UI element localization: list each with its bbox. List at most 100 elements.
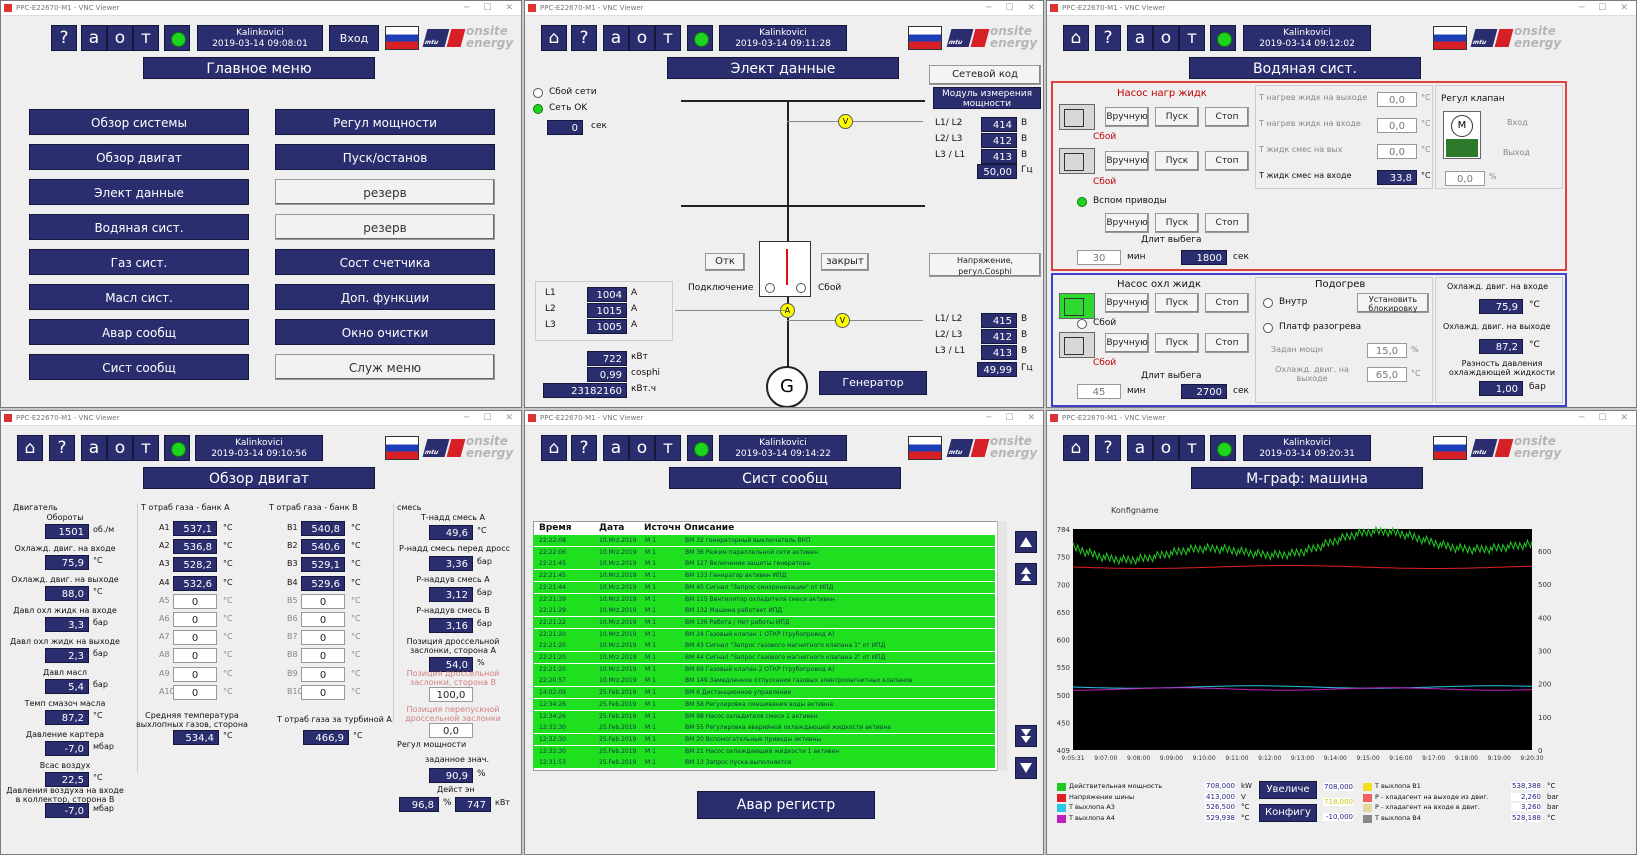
cool1-manual-button[interactable]: Вручную — [1105, 293, 1149, 313]
cool-pump-2-icon[interactable] — [1059, 332, 1095, 358]
home-icon[interactable]: ⌂ — [541, 435, 567, 461]
valve-icon[interactable]: M — [1443, 111, 1481, 159]
menu-left-2[interactable]: Элект данные — [29, 179, 249, 205]
cool1-start-button[interactable]: Пуск — [1155, 293, 1199, 313]
aux-min-value[interactable]: 30 — [1077, 250, 1121, 265]
menu-left-7[interactable]: Сист сообщ — [29, 354, 249, 380]
menu-right-5[interactable]: Доп. функции — [275, 284, 495, 310]
t-button[interactable]: т — [133, 25, 159, 51]
help-button[interactable]: ? — [49, 435, 75, 461]
menu-left-4[interactable]: Газ сист. — [29, 249, 249, 275]
o-button[interactable]: о — [629, 435, 655, 461]
menu-right-0[interactable]: Регул мощности — [275, 109, 495, 135]
open-button[interactable]: Отк — [705, 253, 745, 271]
heat-pump-1-icon[interactable] — [1059, 104, 1095, 130]
inside-radio[interactable] — [1263, 298, 1273, 308]
cool2-stop-button[interactable]: Стоп — [1205, 333, 1249, 353]
trend-graph[interactable]: 7847507006506005505004504096005004003002… — [1047, 515, 1637, 765]
russian-flag-icon[interactable] — [385, 26, 419, 50]
heat2-stop-button[interactable]: Стоп — [1205, 151, 1249, 171]
menu-right-6[interactable]: Окно очистки — [275, 319, 495, 345]
generator-button[interactable]: Генератор — [819, 371, 927, 395]
menu-left-1[interactable]: Обзор двигат — [29, 144, 249, 170]
o-button[interactable]: о — [1153, 435, 1179, 461]
scroll-page-up-icon[interactable] — [1015, 563, 1037, 585]
menu-right-3[interactable]: резерв — [275, 214, 495, 240]
o-button[interactable]: о — [107, 25, 133, 51]
volt-reg-button[interactable]: Напряжение, регул.Cosphi — [929, 253, 1041, 277]
help-button[interactable]: ? — [1095, 435, 1121, 461]
set-block-button[interactable]: Установить блокировку — [1357, 293, 1429, 313]
heat1-stop-button[interactable]: Стоп — [1205, 107, 1249, 127]
t-button[interactable]: т — [655, 435, 681, 461]
zoom-button[interactable]: Увеличе — [1259, 781, 1317, 799]
scroll-page-down-icon[interactable] — [1015, 725, 1037, 747]
menu-left-6[interactable]: Авар сообщ — [29, 319, 249, 345]
menu-right-2[interactable]: резерв — [275, 179, 495, 205]
window-controls[interactable]: ─☐✕ — [1578, 413, 1628, 423]
menu-left-5[interactable]: Масл сист. — [29, 284, 249, 310]
o-button[interactable]: о — [629, 25, 655, 51]
window-controls[interactable]: ─☐✕ — [985, 413, 1035, 423]
col-time[interactable]: Время — [539, 523, 572, 533]
a-button[interactable]: а — [603, 435, 629, 461]
table-scrollbar[interactable] — [997, 521, 1007, 771]
aux-manual-button[interactable]: Вручную — [1105, 213, 1149, 233]
cool-pump-1-icon[interactable] — [1059, 293, 1095, 319]
window-controls[interactable]: ─☐✕ — [463, 3, 513, 13]
set-power-value[interactable]: 15,0 — [1367, 343, 1407, 358]
o-button[interactable]: о — [1153, 25, 1179, 51]
meas-module-button[interactable]: Модуль измерения мощности — [933, 87, 1041, 109]
scroll-top-icon[interactable] — [1015, 531, 1037, 553]
menu-right-1[interactable]: Пуск/останов — [275, 144, 495, 170]
heat2-manual-button[interactable]: Вручную — [1105, 151, 1149, 171]
alarm-register-button[interactable]: Авар регистр — [697, 791, 875, 819]
menu-left-0[interactable]: Обзор системы — [29, 109, 249, 135]
window-controls[interactable]: ─☐✕ — [1578, 3, 1628, 13]
heat2-start-button[interactable]: Пуск — [1155, 151, 1199, 171]
menu-left-3[interactable]: Водяная сист. — [29, 214, 249, 240]
o-button[interactable]: о — [107, 435, 133, 461]
a-button[interactable]: а — [81, 25, 107, 51]
t-button[interactable]: т — [1179, 435, 1205, 461]
home-icon[interactable]: ⌂ — [1063, 25, 1089, 51]
close-button[interactable]: закрыт — [821, 253, 869, 271]
home-icon[interactable]: ⌂ — [17, 435, 43, 461]
col-source[interactable]: Источн — [644, 523, 681, 533]
a-button[interactable]: а — [1127, 25, 1153, 51]
scroll-bottom-icon[interactable] — [1015, 757, 1037, 779]
help-button[interactable]: ? — [1095, 25, 1121, 51]
window-controls[interactable]: ─☐✕ — [985, 3, 1035, 13]
heat1-start-button[interactable]: Пуск — [1155, 107, 1199, 127]
aux-start-button[interactable]: Пуск — [1155, 213, 1199, 233]
login-button[interactable]: Вход — [329, 25, 379, 51]
cool2-manual-button[interactable]: Вручную — [1105, 333, 1149, 353]
russian-flag-icon[interactable] — [1433, 436, 1467, 460]
col-description[interactable]: Описание — [684, 523, 735, 533]
graph-plot-area[interactable] — [1073, 529, 1532, 750]
russian-flag-icon[interactable] — [385, 436, 419, 460]
cool2-start-button[interactable]: Пуск — [1155, 333, 1199, 353]
heat1-manual-button[interactable]: Вручную — [1105, 107, 1149, 127]
a-button[interactable]: а — [81, 435, 107, 461]
help-button[interactable]: ? — [51, 25, 77, 51]
t-button[interactable]: т — [655, 25, 681, 51]
menu-right-7[interactable]: Служ меню — [275, 354, 495, 380]
plat-radio[interactable] — [1263, 323, 1273, 333]
